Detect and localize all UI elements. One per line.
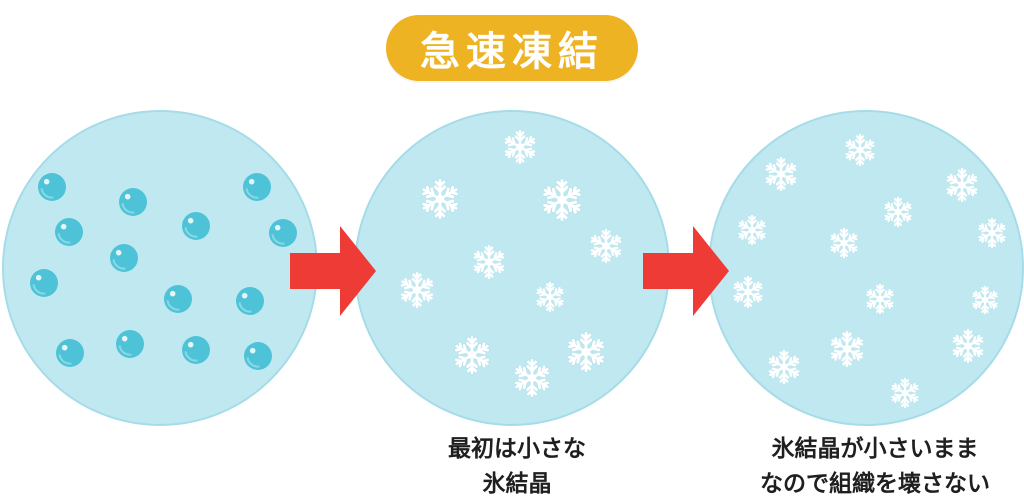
droplet-icon: [182, 212, 210, 240]
snowflake-icon: [454, 336, 490, 374]
snowflake-icon: [884, 196, 912, 228]
snowflake-icon: [536, 281, 564, 313]
snowflake-icon: [733, 275, 763, 309]
droplet-icon: [119, 188, 147, 216]
snowflake-icon: [738, 214, 766, 246]
snowflake-icon: [504, 129, 536, 165]
snowflake-icon: [543, 179, 581, 221]
title-badge: 急速凍結: [386, 15, 638, 81]
snowflake-icon: [590, 228, 622, 264]
snowflake-icon: [952, 328, 984, 364]
caption-line: 最初は小さな: [448, 436, 586, 462]
droplet-icon: [236, 287, 264, 315]
snowflake-icon: [568, 332, 604, 372]
droplet-icon: [38, 173, 66, 201]
droplet-icon: [110, 244, 138, 272]
caption-line: 氷結晶が小さいまま: [771, 436, 979, 462]
snowflake-icon: [845, 133, 875, 167]
snowflake-icon: [891, 377, 919, 409]
caption-crystals-remain-small: 氷結晶が小さいまま なので組織を壊さない: [730, 432, 1020, 502]
snowflake-icon: [765, 156, 797, 192]
snowflake-icon: [473, 244, 505, 280]
snowflake-icon: [978, 217, 1006, 249]
droplet-icon: [116, 330, 144, 358]
stage-circle-crystals-remain-small: [708, 110, 1024, 426]
caption-line: なので組織を壊さない: [760, 471, 990, 497]
title-text: 急速凍結: [420, 29, 604, 75]
snowflake-icon: [866, 283, 894, 315]
stage-circle-water: [2, 110, 318, 426]
snowflake-icon: [830, 330, 864, 368]
right-arrow-icon: [290, 226, 376, 316]
snowflake-icon: [972, 285, 998, 315]
droplet-icon: [55, 218, 83, 246]
stage-circle-small-crystals: [354, 110, 670, 426]
droplet-icon: [182, 336, 210, 364]
droplet-icon: [30, 269, 58, 297]
snowflake-icon: [946, 167, 978, 203]
caption-small-crystals: 最初は小さな 氷結晶: [412, 432, 622, 502]
snowflake-icon: [422, 179, 458, 219]
droplet-icon: [56, 339, 84, 367]
snowflake-icon: [768, 349, 800, 385]
snowflake-icon: [400, 271, 434, 309]
droplet-icon: [269, 219, 297, 247]
droplet-icon: [244, 342, 272, 370]
droplet-icon: [164, 285, 192, 313]
droplet-icon: [243, 173, 271, 201]
snowflake-icon: [830, 227, 858, 259]
caption-line: 氷結晶: [482, 471, 552, 497]
right-arrow-icon: [643, 226, 729, 316]
snowflake-icon: [514, 359, 550, 397]
